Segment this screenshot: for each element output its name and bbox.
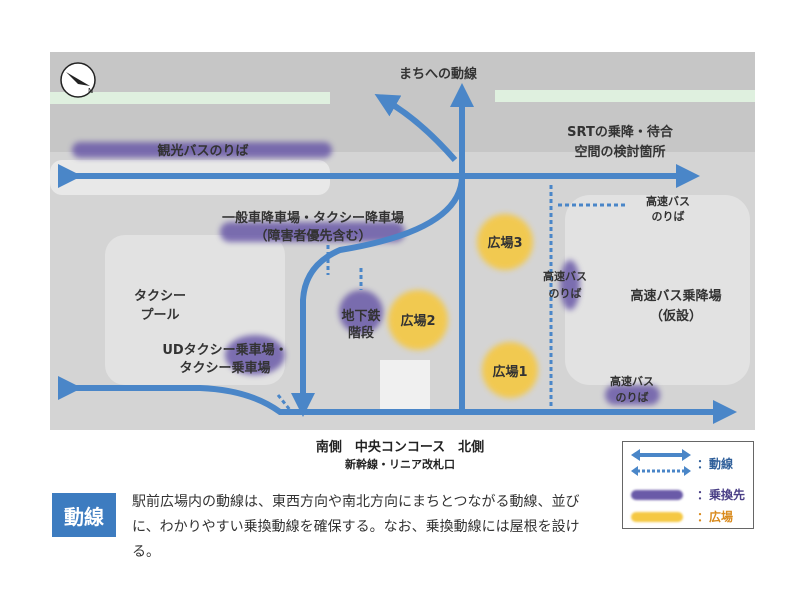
gate-label: 新幹線・リニア改札口 [345,458,455,471]
transfer-subway [339,290,383,334]
label-subway-2: 階段 [348,325,374,341]
label-subway-1: 地下鉄 [341,308,380,324]
transfer-highway-bus-mid [560,260,580,310]
legend-transfer: ：乗換先 [631,486,745,503]
north-arrow-pointer [66,72,90,86]
concourse-label: 南側 中央コンコース 北側 [315,440,485,455]
transfer-sightseeing-bus [72,142,332,158]
transfer-dropoff [220,222,405,242]
label-highway-bus-mid-2: のりば [549,286,582,300]
legend-plaza-label: ：広場 [697,510,734,524]
dashed-routes [276,185,625,411]
route-badge: 動線 [52,493,116,537]
route-dashed-ud [276,394,292,411]
legend-route: ：動線 [631,448,733,478]
label-highway-bus-mid-1: 高速バス [543,269,587,283]
route-curve [291,175,465,417]
route-bottom [58,376,737,424]
label-taxi-pool-2: プール [140,308,179,323]
label-plaza-1: 広場1 [492,364,527,380]
median-strip-east [495,90,755,102]
label-highway-bus-top-1: 高速バス [646,194,690,208]
label-dropoff-1: 一般車降車場・タクシー降車場 [222,210,404,226]
label-to-town: まちへの動線 [399,66,478,82]
transfer-swatch [631,489,683,500]
legend-route-label: ：動線 [697,456,734,471]
label-srt-1: SRTの乗降・待合 [567,124,674,140]
route-to-town [374,94,458,162]
map-labels: まちへの動線 観光バスのりば SRTの乗降・待合 空間の検討箇所 一般車降車場・… [134,66,722,404]
label-plaza-2: 広場2 [400,313,435,329]
label-sightseeing-bus: 観光バスのりば [156,143,248,159]
label-highway-bus-top-2: のりば [652,209,685,223]
legend-plaza: ：広場 [631,508,733,525]
label-highway-bus-area-2: （仮設） [650,308,702,324]
label-dropoff-2: （障害者優先含む） [254,228,371,244]
legend: ：動線 ：乗換先 ：広場 [622,441,754,529]
routes [58,83,737,424]
label-ud-taxi-2: タクシー乗車場 [179,360,270,376]
label-ud-taxi-1: UDタクシー乗車場・ [162,342,287,358]
plaza-3 [477,214,533,270]
north-mark: N [88,87,93,95]
label-highway-bus-area-1: 高速バス乗降場 [630,288,721,304]
transfer-ud-taxi [225,335,285,375]
label-taxi-pool-1: タクシー [134,289,186,304]
label-highway-bus-bottom-2: のりば [616,390,649,404]
legend-transfer-label: ：乗換先 [697,488,746,502]
description-text: 駅前広場内の動線は、東西方向や南北方向にまちとつながる動線、並びに、わかりやすい… [132,494,580,560]
label-highway-bus-bottom-1: 高速バス [610,374,654,388]
median-strip [50,92,330,104]
route-arrow-icon [631,449,691,476]
label-plaza-3: 広場3 [487,235,522,251]
plaza-swatch [631,511,683,522]
building [380,360,430,410]
label-srt-2: 空間の検討箇所 [574,144,665,160]
plaza-2 [388,290,448,350]
bus-area [565,195,750,385]
